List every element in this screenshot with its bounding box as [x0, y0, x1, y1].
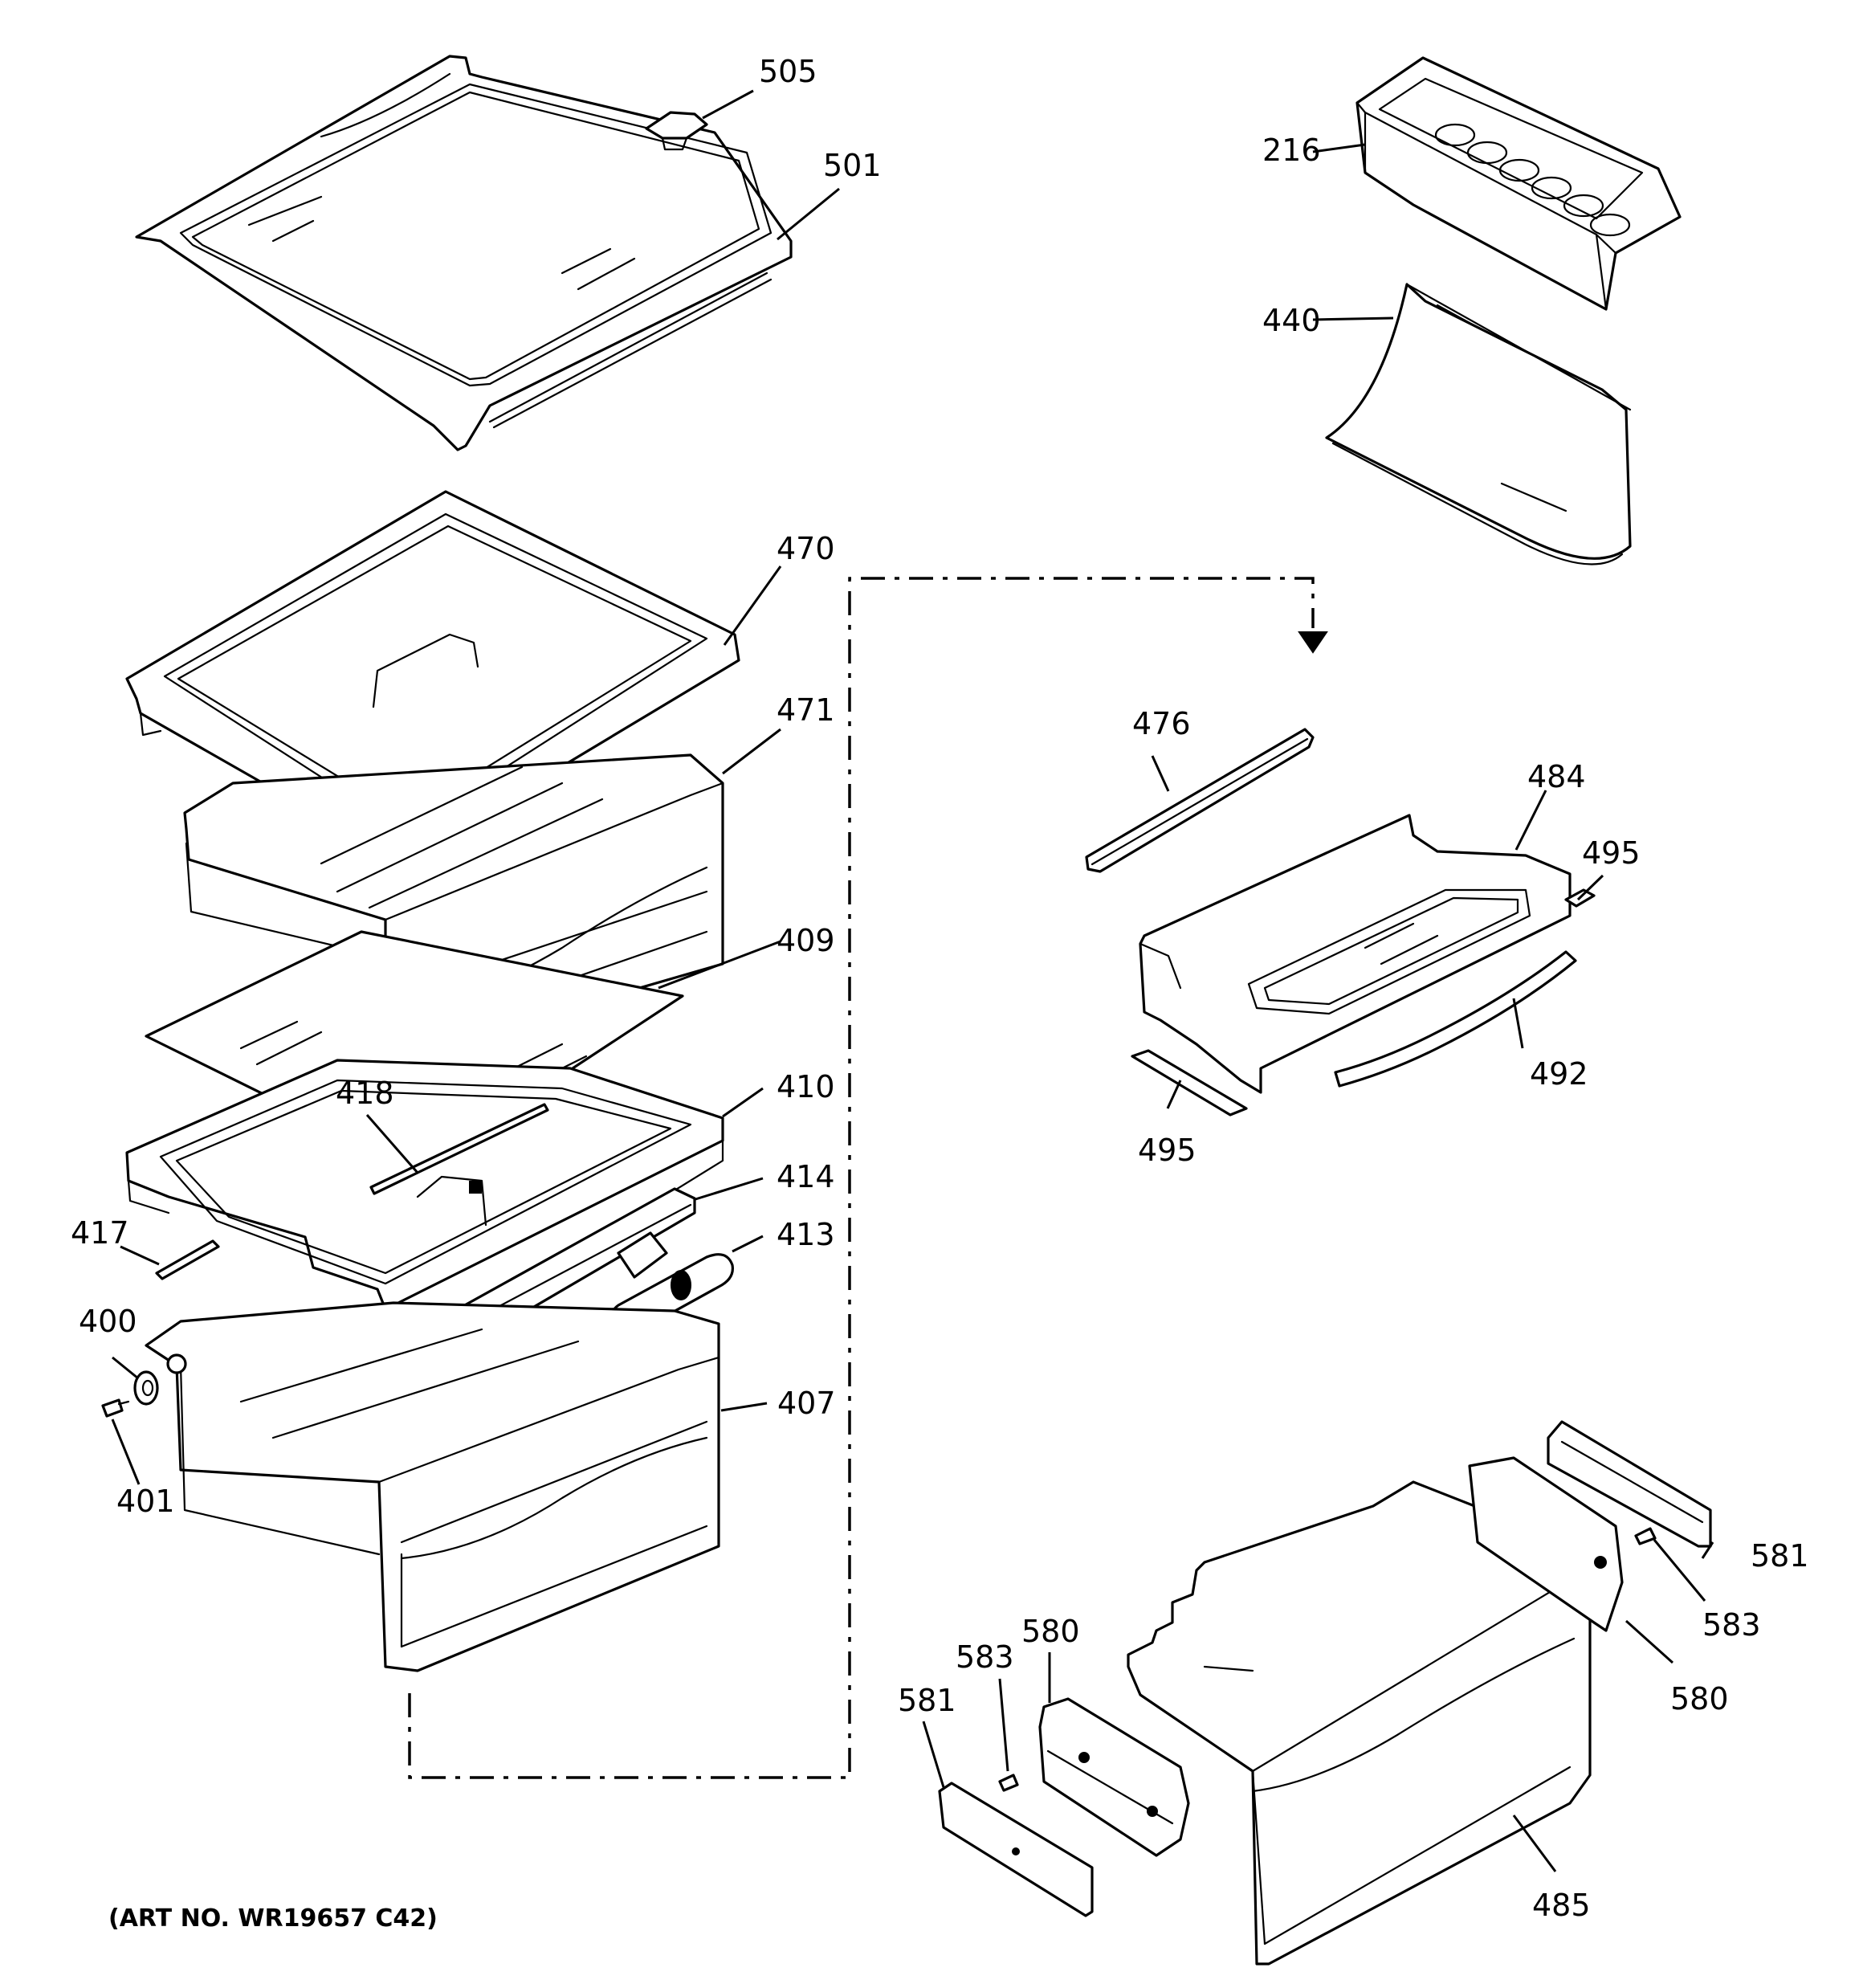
label-485: 485 [1532, 1888, 1591, 1923]
label-216: 216 [1262, 133, 1321, 168]
connector-arrow [1298, 631, 1328, 654]
bracket-580-right [1468, 1456, 1624, 1632]
strip-476 [1085, 728, 1315, 873]
cover-484 [1139, 814, 1572, 1094]
bin-216 [1355, 56, 1682, 311]
label-501: 501 [823, 148, 882, 183]
label-583-right: 583 [1702, 1607, 1761, 1643]
clip-505 [645, 111, 708, 151]
label-583-left: 583 [956, 1639, 1014, 1675]
stick-417 [155, 1239, 220, 1280]
label-492: 492 [1530, 1056, 1588, 1092]
label-410: 410 [777, 1069, 835, 1104]
label-414: 414 [777, 1159, 835, 1194]
label-471: 471 [777, 692, 835, 728]
screw-583-left [998, 1774, 1019, 1792]
label-470: 470 [777, 531, 835, 566]
grommet-400 [133, 1370, 159, 1406]
label-409: 409 [777, 923, 835, 958]
label-440: 440 [1262, 303, 1321, 338]
label-495-lower: 495 [1138, 1133, 1196, 1168]
label-418: 418 [336, 1076, 394, 1111]
seal-492 [1334, 950, 1577, 1088]
screw-401 [101, 1398, 130, 1418]
label-401: 401 [116, 1484, 175, 1519]
rail-581-left [938, 1782, 1094, 1917]
label-407: 407 [777, 1386, 836, 1421]
label-505: 505 [759, 54, 817, 89]
label-417: 417 [71, 1215, 129, 1251]
screw-583-right [1634, 1527, 1657, 1545]
leader-lines [111, 89, 1714, 1872]
connector-line [408, 577, 1315, 1779]
label-495-upper: 495 [1582, 835, 1641, 871]
label-400: 400 [79, 1304, 137, 1339]
label-581-left: 581 [898, 1683, 956, 1718]
label-476: 476 [1132, 706, 1191, 741]
art-number: (ART NO. WR19657 C42) [108, 1904, 438, 1933]
bracket-580-left [1038, 1697, 1190, 1857]
rail-495-lower [1131, 1049, 1248, 1116]
label-413: 413 [777, 1217, 835, 1252]
frame-410 [125, 1059, 724, 1331]
shield-440 [1325, 283, 1632, 565]
shelf-501 [135, 55, 793, 451]
label-581-right: 581 [1751, 1538, 1809, 1574]
part-labels: 505 501 216 440 470 471 409 418 410 414 … [71, 54, 1809, 1923]
label-580-left: 580 [1021, 1614, 1080, 1649]
drawer-407 [145, 1301, 720, 1672]
label-580-right: 580 [1670, 1681, 1729, 1717]
label-484: 484 [1527, 759, 1586, 794]
